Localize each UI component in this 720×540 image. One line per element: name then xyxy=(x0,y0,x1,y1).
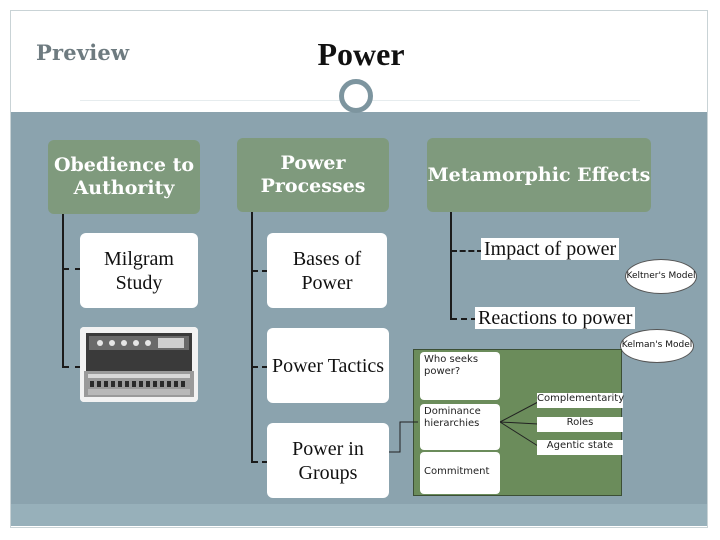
panel-item-dominance-hierarchies-label: Dominance hierarchies xyxy=(424,406,481,429)
panel-item-commitment-label: Commitment xyxy=(424,466,490,477)
panel-item-dominance-hierarchies: Dominance hierarchies xyxy=(420,404,500,450)
panel-item-complementarity: Complementarity xyxy=(537,393,624,408)
item-bases-of-power-label: Bases of Power xyxy=(292,247,362,294)
item-power-tactics: Power Tactics xyxy=(267,328,389,403)
item-impact-of-power: Impact of power xyxy=(481,238,620,260)
preview-label: Preview xyxy=(36,40,130,65)
item-bases-of-power: Bases of Power xyxy=(267,233,387,308)
heading-obedience-label: Obedience to Authority xyxy=(53,154,195,199)
item-power-in-groups-label: Power in Groups xyxy=(292,437,364,484)
kelmans-model-badge: Kelman's Model xyxy=(620,329,694,363)
footer-band xyxy=(11,504,707,526)
heading-power-processes: Power Processes xyxy=(237,138,389,212)
shock-generator-image xyxy=(80,327,198,402)
keltners-model-label: Keltner's Model xyxy=(626,270,696,281)
item-reactions-to-power: Reactions to power xyxy=(475,307,636,329)
panel-item-who-seeks-power-label: Who seeks power? xyxy=(424,354,479,377)
slide-frame xyxy=(10,10,708,528)
heading-metamorphic-effects: Metamorphic Effects xyxy=(427,138,651,212)
item-power-in-groups: Power in Groups xyxy=(267,423,389,498)
slide-title: Power xyxy=(317,36,405,72)
milgram-photo xyxy=(80,327,198,402)
panel-item-agentic-state: Agentic state xyxy=(537,440,623,455)
connector-groups xyxy=(252,461,268,463)
connector-impact xyxy=(451,250,483,252)
panel-item-who-seeks-power: Who seeks power? xyxy=(420,352,500,400)
heading-obedience: Obedience to Authority xyxy=(48,140,200,214)
connector-bases xyxy=(252,270,268,272)
connector-metamorphic xyxy=(450,212,452,320)
connector-processes xyxy=(251,212,253,463)
connector-photo xyxy=(63,366,81,368)
connector-tactics xyxy=(252,366,268,368)
heading-power-processes-label: Power Processes xyxy=(260,152,366,197)
kelmans-model-label: Kelman's Model xyxy=(621,340,693,351)
connector-milgram xyxy=(63,268,81,270)
item-milgram-study: Milgram Study xyxy=(80,233,198,308)
heading-metamorphic-effects-label: Metamorphic Effects xyxy=(427,163,651,186)
item-milgram-study-label: Milgram Study xyxy=(104,247,174,294)
keltners-model-badge: Keltner's Model xyxy=(625,259,697,294)
connector-obedience xyxy=(62,214,64,368)
title-circle-ornament xyxy=(339,79,373,113)
item-power-tactics-label: Power Tactics xyxy=(271,354,385,377)
panel-item-roles: Roles xyxy=(537,417,623,432)
connector-reactions xyxy=(451,318,477,320)
panel-item-commitment: Commitment xyxy=(420,452,500,494)
